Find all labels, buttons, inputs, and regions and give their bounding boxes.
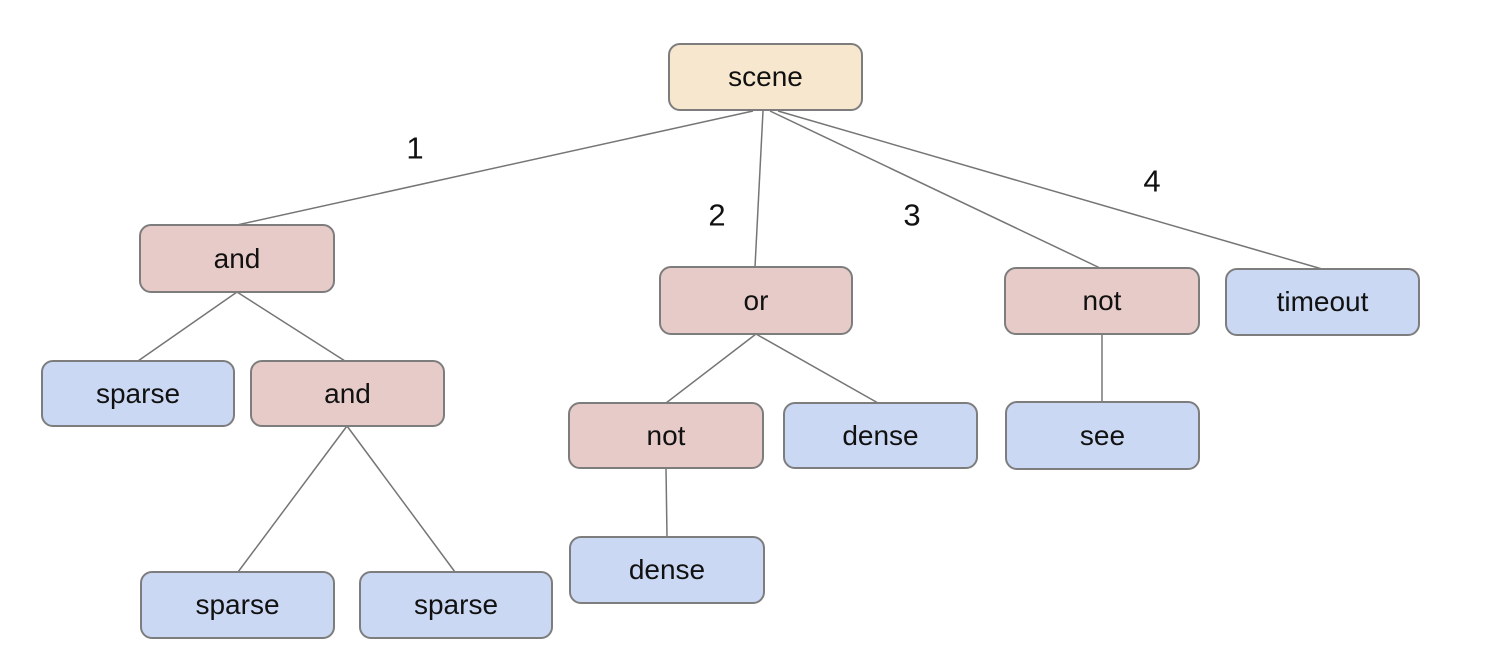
node-and-2: and [250,360,445,427]
node-sparse-2: sparse [140,571,335,639]
edge-and2-sparse3 [346,425,456,573]
edge-label-2: 2 [708,197,726,233]
edge-scene-and1 [236,110,754,226]
node-or: or [659,266,853,335]
node-dense-bottom: dense [569,536,765,604]
node-not-middle: not [568,402,764,469]
node-dense-middle: dense [783,402,978,469]
edge-not2-dense2 [665,467,668,538]
edge-and1-and2 [236,291,346,362]
node-and-1: and [139,224,335,293]
edge-label-4: 4 [1143,163,1161,199]
node-timeout: timeout [1225,268,1420,336]
edge-and1-sparse1 [137,291,238,362]
edge-or1-not2 [665,333,757,404]
node-not-right: not [1004,267,1200,335]
edge-scene-or1 [754,110,764,268]
edge-and2-sparse2 [237,425,348,573]
node-scene: scene [668,43,863,111]
node-sparse-3: sparse [359,571,553,639]
edge-or1-dense1 [755,333,879,404]
edge-scene-not1 [769,110,1101,269]
node-see: see [1005,401,1200,470]
edge-label-3: 3 [903,197,921,233]
edge-scene-timeout [777,110,1323,270]
edge-label-1: 1 [406,130,424,166]
node-sparse-1: sparse [41,360,235,427]
